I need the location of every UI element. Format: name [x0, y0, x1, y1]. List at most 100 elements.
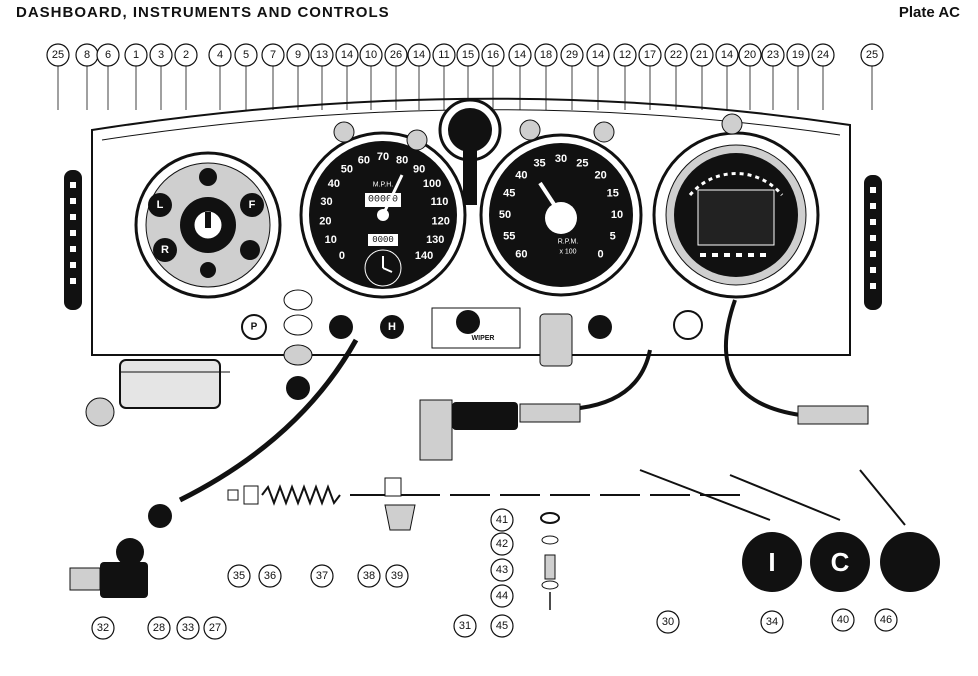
svg-text:23: 23: [767, 49, 779, 61]
tach-tick-20: 20: [594, 169, 606, 181]
warning-lamps: [333, 113, 743, 151]
svg-text:14: 14: [721, 49, 733, 61]
tach-tick-30: 30: [555, 153, 567, 165]
callout-33: 33: [176, 616, 200, 640]
callout-32: 32: [91, 616, 115, 640]
svg-text:30: 30: [662, 616, 674, 628]
svg-text:38: 38: [363, 570, 375, 582]
callout-14: 14: [715, 43, 739, 110]
svg-text:25: 25: [866, 49, 878, 61]
tach-tick-55: 55: [503, 230, 515, 242]
callout-29: 29: [560, 43, 584, 110]
cable-connector: [69, 504, 172, 598]
tach-tick-45: 45: [503, 188, 515, 200]
svg-text:31: 31: [459, 620, 471, 632]
svg-text:6: 6: [105, 49, 111, 61]
speed-tick-10: 10: [325, 234, 337, 246]
temperature-bulb: [797, 405, 869, 425]
callout-44: 44: [490, 584, 514, 608]
choke-knob[interactable]: C: [729, 474, 870, 592]
speed-tick-100: 100: [423, 178, 441, 190]
lower-controls[interactable]: P H WIPER: [241, 307, 703, 367]
svg-text:19: 19: [792, 49, 804, 61]
tach-tick-60: 60: [515, 249, 527, 261]
svg-text:9: 9: [295, 49, 301, 61]
switch-panel-dial[interactable]: L F R: [134, 151, 282, 299]
callout-22: 22: [664, 43, 688, 110]
svg-text:32: 32: [97, 622, 109, 634]
blank-knob[interactable]: [859, 469, 940, 592]
svg-text:39: 39: [391, 570, 403, 582]
callout-40: 40: [831, 608, 855, 632]
callout-27: 27: [203, 616, 227, 640]
callout-25: 25: [46, 43, 70, 110]
svg-text:13: 13: [316, 49, 328, 61]
tach-tick-5: 5: [610, 230, 616, 242]
throttle-spring-assembly: [227, 477, 750, 531]
central-lamp[interactable]: [438, 98, 502, 205]
callout-20: 20: [738, 43, 762, 110]
tach-tick-25: 25: [576, 157, 588, 169]
svg-text:28: 28: [153, 622, 165, 634]
svg-text:24: 24: [817, 49, 829, 61]
svg-text:3: 3: [158, 49, 164, 61]
right-side-grille: [864, 175, 882, 310]
tach-tick-35: 35: [533, 157, 545, 169]
svg-text:4: 4: [217, 49, 223, 61]
speed-tick-110: 110: [431, 196, 449, 208]
svg-text:11: 11: [438, 49, 449, 61]
callout-16: 16: [481, 43, 505, 110]
odometer-readout: 00000: [368, 195, 398, 206]
speed-tick-70: 70: [377, 151, 389, 163]
panel-h-label: H: [388, 321, 396, 333]
callout-42: 42: [490, 532, 514, 556]
svg-text:40: 40: [837, 614, 849, 626]
speed-tick-40: 40: [328, 178, 340, 190]
callout-4: 4: [208, 43, 232, 110]
svg-text:1: 1: [133, 49, 139, 61]
svg-text:10: 10: [365, 49, 377, 61]
left-side-grille: [64, 170, 82, 310]
svg-text:20: 20: [744, 49, 756, 61]
combination-gauge: [652, 131, 820, 299]
svg-text:29: 29: [566, 49, 578, 61]
warning-light-assembly: [85, 359, 230, 427]
svg-text:42: 42: [496, 538, 508, 550]
callout-45: 45: [490, 614, 514, 638]
callout-5: 5: [234, 43, 258, 110]
svg-text:2: 2: [183, 49, 189, 61]
ignition-knob-label: I: [768, 547, 775, 577]
ignition-knob[interactable]: I: [639, 469, 802, 592]
svg-text:44: 44: [496, 590, 508, 602]
svg-text:25: 25: [52, 49, 64, 61]
callout-37: 37: [310, 564, 334, 588]
panel-l-label: L: [157, 199, 164, 211]
panel-f-label: F: [249, 199, 256, 211]
callout-7: 7: [261, 43, 285, 110]
tachometer-drive: [419, 399, 581, 461]
tachometer-unit-sub: x 100: [559, 249, 576, 256]
speed-tick-50: 50: [341, 164, 353, 176]
speedometer-unit: M.P.H.: [373, 182, 394, 189]
speedometer-cable: [178, 338, 359, 503]
svg-text:21: 21: [696, 49, 708, 61]
callout-36: 36: [258, 564, 282, 588]
callout-8: 8: [75, 43, 99, 110]
callout-14: 14: [586, 43, 610, 110]
svg-text:16: 16: [487, 49, 499, 61]
trip-readout: 0000: [372, 235, 394, 245]
callout-23: 23: [761, 43, 785, 110]
svg-text:36: 36: [264, 570, 276, 582]
wiper-label: WIPER: [472, 335, 495, 342]
svg-text:17: 17: [644, 49, 656, 61]
speed-tick-120: 120: [431, 215, 449, 227]
callout-38: 38: [357, 564, 381, 588]
temperature-capillary: [724, 299, 801, 417]
speed-tick-0: 0: [339, 250, 345, 262]
tachometer-unit: R.P.M.: [558, 239, 579, 246]
callout-43: 43: [490, 558, 514, 582]
